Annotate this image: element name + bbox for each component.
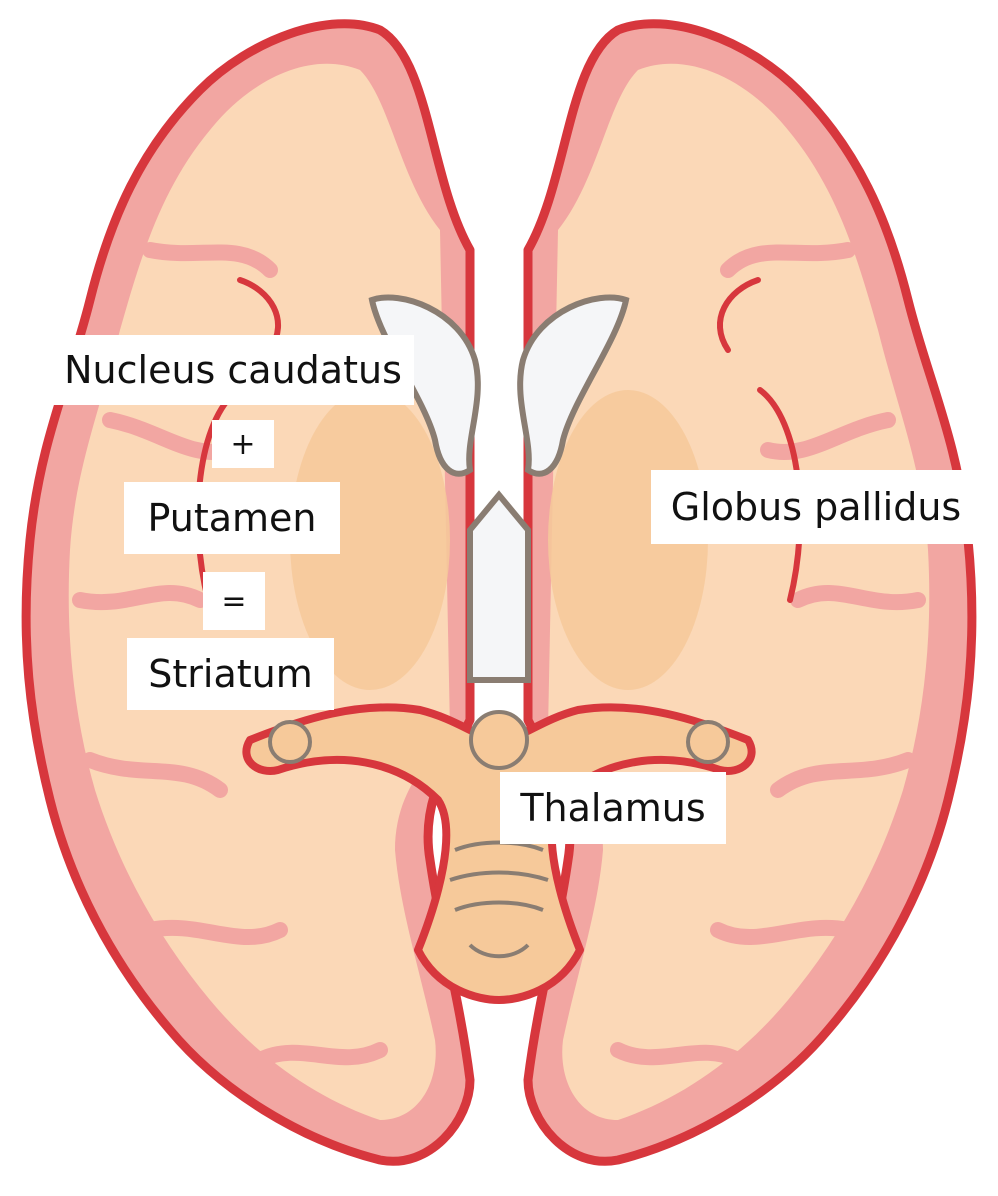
label-nucleus-caudatus: Nucleus caudatus <box>52 335 414 405</box>
label-globus-pallidus: Globus pallidus <box>651 470 981 544</box>
label-thalamus: Thalamus <box>500 772 726 844</box>
label-putamen: Putamen <box>124 482 340 554</box>
label-plus: + <box>212 420 274 468</box>
label-striatum: Striatum <box>127 638 334 710</box>
label-equals: = <box>203 572 265 630</box>
